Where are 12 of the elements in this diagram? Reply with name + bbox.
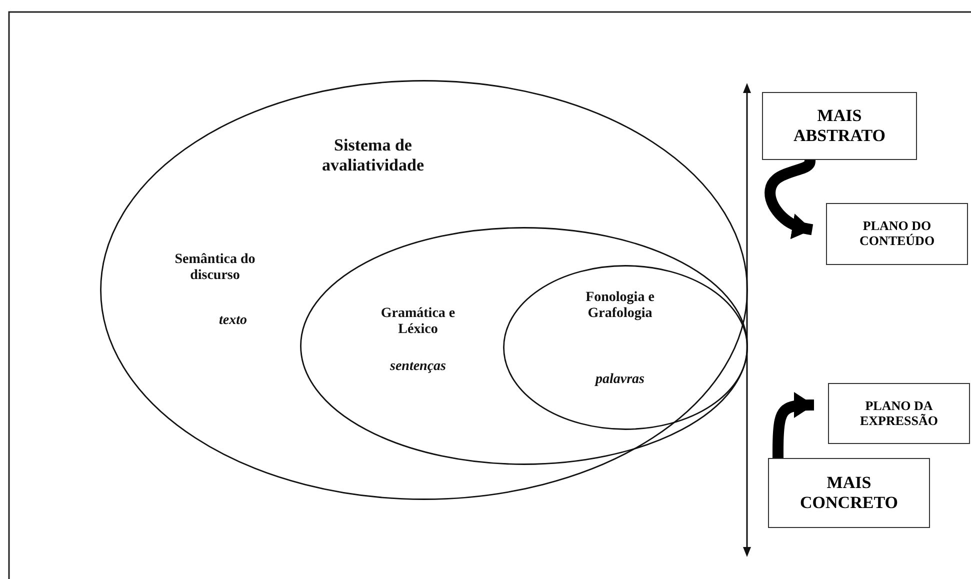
example-label: palavras — [594, 372, 646, 388]
level-label: Sistema de avaliatividade — [320, 135, 425, 175]
label-box: MAIS ABSTRATO — [762, 92, 917, 160]
level-label: Semântica do discurso — [174, 252, 256, 284]
label-box: PLANO DO CONTEÚDO — [826, 203, 968, 265]
example-label: texto — [218, 312, 248, 330]
label-box: PLANO DA EXPRESSÃO — [828, 383, 970, 444]
label-box: MAIS CONCRETO — [768, 458, 930, 528]
level-label: Fonologia e Grafologia — [584, 290, 656, 322]
level-label: Gramática e Léxico — [380, 306, 456, 338]
example-label: sentenças — [389, 358, 447, 376]
curved-arrow — [772, 392, 816, 458]
